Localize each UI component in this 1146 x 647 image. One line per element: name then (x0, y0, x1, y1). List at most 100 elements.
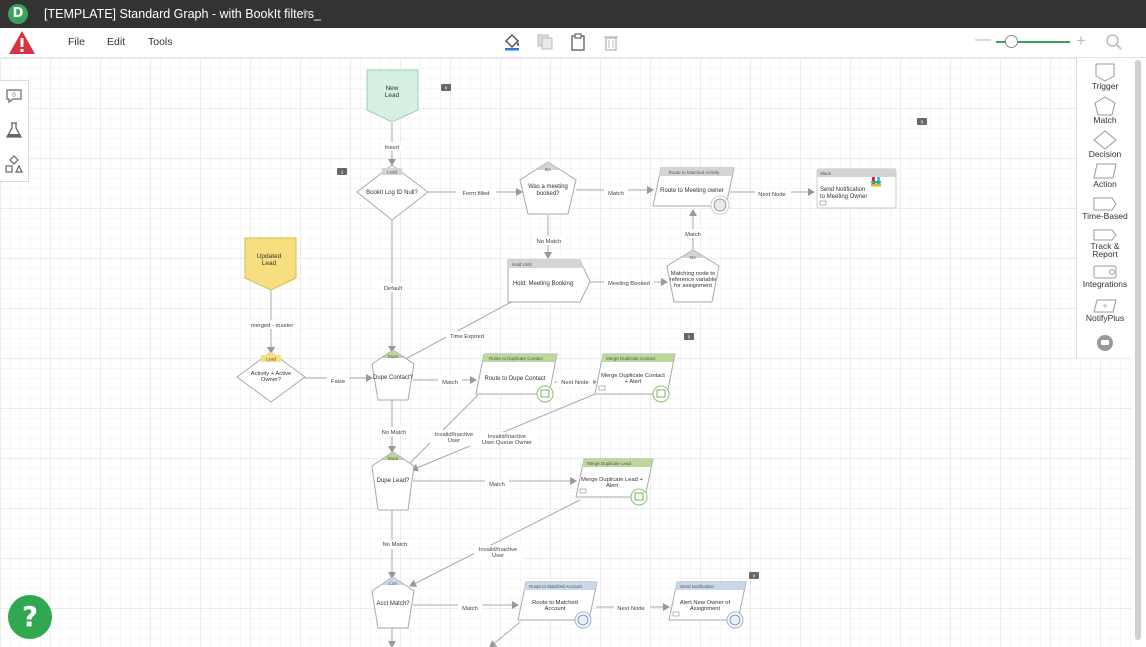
menu-tools[interactable]: Tools (148, 36, 173, 48)
node-label: BookIt Log ID Null? (366, 190, 418, 196)
node-header: Merge Duplicate Lead (587, 461, 632, 466)
svg-text:+: + (1102, 301, 1107, 311)
integrations-shape-icon (1093, 265, 1117, 279)
test-flask-icon[interactable] (5, 121, 23, 139)
edge-label-no-match: No Match (383, 542, 408, 548)
comment-count: 0 (445, 86, 448, 91)
envelope-icon (672, 611, 680, 617)
integration-slack-notification[interactable]: Slack Send Notification to Meeting Owner (816, 168, 897, 209)
action-route-meeting-owner[interactable]: Route to Matched Activity Route to Meeti… (652, 167, 735, 215)
comments-icon[interactable]: 0 (5, 87, 23, 105)
node-label: Merge Duplicate Lead + (581, 477, 643, 483)
palette-trigger[interactable]: Trigger (1077, 62, 1133, 90)
edge-label-false: False (331, 379, 345, 385)
palette-track-report[interactable]: Track & Report (1077, 228, 1133, 258)
scrollbar-thumb[interactable] (1135, 60, 1141, 640)
match-reference-variable[interactable]: BA Matching node to reference variable f… (666, 249, 720, 303)
palette-match[interactable]: Match (1077, 96, 1133, 124)
app-logo[interactable]: D (8, 4, 28, 24)
clipboard-icon[interactable] (568, 32, 588, 52)
palette-label: NotifyPlus (1085, 313, 1125, 323)
action-merge-dupe-lead[interactable]: Merge Duplicate Lead Merge Duplicate Lea… (575, 458, 654, 506)
node-label: Route to Meeting owner (660, 188, 724, 194)
trash-icon[interactable] (601, 32, 621, 52)
node-label: booked? (536, 191, 560, 197)
zoom-in-button[interactable]: + (1076, 31, 1086, 50)
edge-label-next-node: Next Node (758, 192, 785, 198)
search-icon[interactable] (1105, 33, 1123, 51)
comment-bubble[interactable]: 0 (684, 333, 694, 340)
merge-icon (630, 488, 648, 506)
palette-integrations[interactable]: Integrations (1077, 264, 1133, 288)
action-route-dupe-contact[interactable]: Route to Duplicate Contact Route to Dupe… (475, 353, 558, 403)
edge-label-match: Match (489, 482, 505, 488)
timebased-hold-meeting-booking[interactable]: Hold Until Hold: Meeting Booking (507, 259, 591, 303)
palette-action[interactable]: Action (1077, 162, 1133, 188)
action-route-matched-account[interactable]: Route to Matched Account Route to Matche… (517, 581, 598, 629)
vertical-scrollbar[interactable] (1134, 60, 1142, 642)
node-label: Merge Duplicate Contact (601, 373, 665, 379)
palette-label: Report (1092, 249, 1118, 259)
edge-label-invalid-user: Invalid/Inactive (479, 547, 517, 553)
node-header: Slack (820, 171, 832, 176)
node-header: Merge Duplicate Contact (606, 356, 656, 361)
comment-bubble[interactable]: 1 (337, 168, 347, 175)
node-header: L2A (389, 581, 397, 586)
comment-bubble[interactable]: 0 (917, 118, 927, 125)
edit-pencil-icon[interactable]: ✎ (302, 8, 312, 20)
node-label: Alert New Owner of (680, 600, 731, 606)
match-dupe-contact[interactable]: Dupe Dupe Contact? (371, 349, 415, 401)
node-header: Route to Matched Activity (669, 170, 721, 175)
edge-label-default: Default (384, 286, 403, 292)
comment-bubble[interactable]: 0 (441, 84, 451, 91)
node-label: Account (545, 606, 566, 612)
match-shape-icon (1094, 96, 1116, 116)
action-merge-dupe-contact[interactable]: Merge Duplicate Contact Merge Duplicate … (594, 353, 676, 403)
notifyplus-shape-icon: + (1093, 299, 1117, 313)
palette-time-based[interactable]: Time-Based (1077, 196, 1133, 220)
decision-activity-active-owner[interactable]: Lead Activity + Active Owner? (236, 351, 306, 403)
palette-label: Trigger (1091, 81, 1119, 91)
edge-label-invalid-user: User (448, 438, 460, 444)
action-send-notification[interactable]: Send Notification Alert New Owner of Ass… (668, 581, 747, 629)
edge-label-merged-master: merged - master (251, 323, 294, 329)
node-header: Hold Until (512, 262, 532, 267)
title-bar: D [TEMPLATE] Standard Graph - with BookI… (0, 0, 1146, 28)
zoom-slider-thumb[interactable] (1005, 35, 1018, 48)
node-header: Route to Matched Account (529, 584, 583, 589)
graph-title[interactable]: [TEMPLATE] Standard Graph - with BookIt … (44, 7, 321, 21)
edge-label-time-expired: Time Expired (450, 334, 484, 340)
palette-notifyplus[interactable]: + NotifyPlus (1077, 298, 1133, 322)
zoom-out-button[interactable]: — (975, 31, 991, 48)
node-header: Dupe (388, 456, 399, 461)
edge-label-match: Match (685, 232, 701, 238)
trigger-updated-lead[interactable]: Updated Lead (244, 237, 297, 291)
palette-chat[interactable] (1077, 332, 1133, 354)
match-acct-match[interactable]: L2A Acct Match? (371, 576, 415, 629)
trigger-new-lead[interactable]: New Lead (366, 69, 419, 123)
edge-label-match: Match (608, 191, 624, 197)
match-meeting-booked[interactable]: BA Was a meeting booked? (519, 161, 577, 215)
comment-bubble[interactable]: 0 (749, 572, 759, 579)
flow-canvas[interactable]: Insert Form filled Match Next Node No Ma… (0, 58, 1132, 647)
node-label: Route to Matched (532, 600, 578, 606)
slack-icon (871, 177, 881, 187)
node-label: Hold: Meeting Booking (513, 281, 573, 287)
decision-bookit-log[interactable]: Lead BookIt Log ID Null? (356, 164, 429, 221)
palette-decision[interactable]: Decision (1077, 130, 1133, 158)
menu-file[interactable]: File (68, 36, 85, 48)
edge-label-invalid-user: User (492, 553, 504, 559)
warning-triangle-icon[interactable] (8, 30, 36, 55)
paint-bucket-icon[interactable] (502, 32, 522, 52)
help-button[interactable]: ? (8, 595, 52, 639)
edge-label-match: Match (442, 380, 458, 386)
envelope-icon (579, 488, 587, 494)
node-label: for assignment (674, 283, 712, 289)
shapes-icon[interactable] (5, 155, 23, 173)
node-header: Dupe (388, 354, 399, 359)
copy-icon[interactable] (535, 32, 555, 52)
node-label: Send Notification (820, 187, 865, 193)
menu-edit[interactable]: Edit (107, 36, 126, 48)
match-dupe-lead[interactable]: Dupe Dupe Lead? (371, 451, 415, 511)
zoom-slider-track[interactable] (996, 41, 1070, 43)
